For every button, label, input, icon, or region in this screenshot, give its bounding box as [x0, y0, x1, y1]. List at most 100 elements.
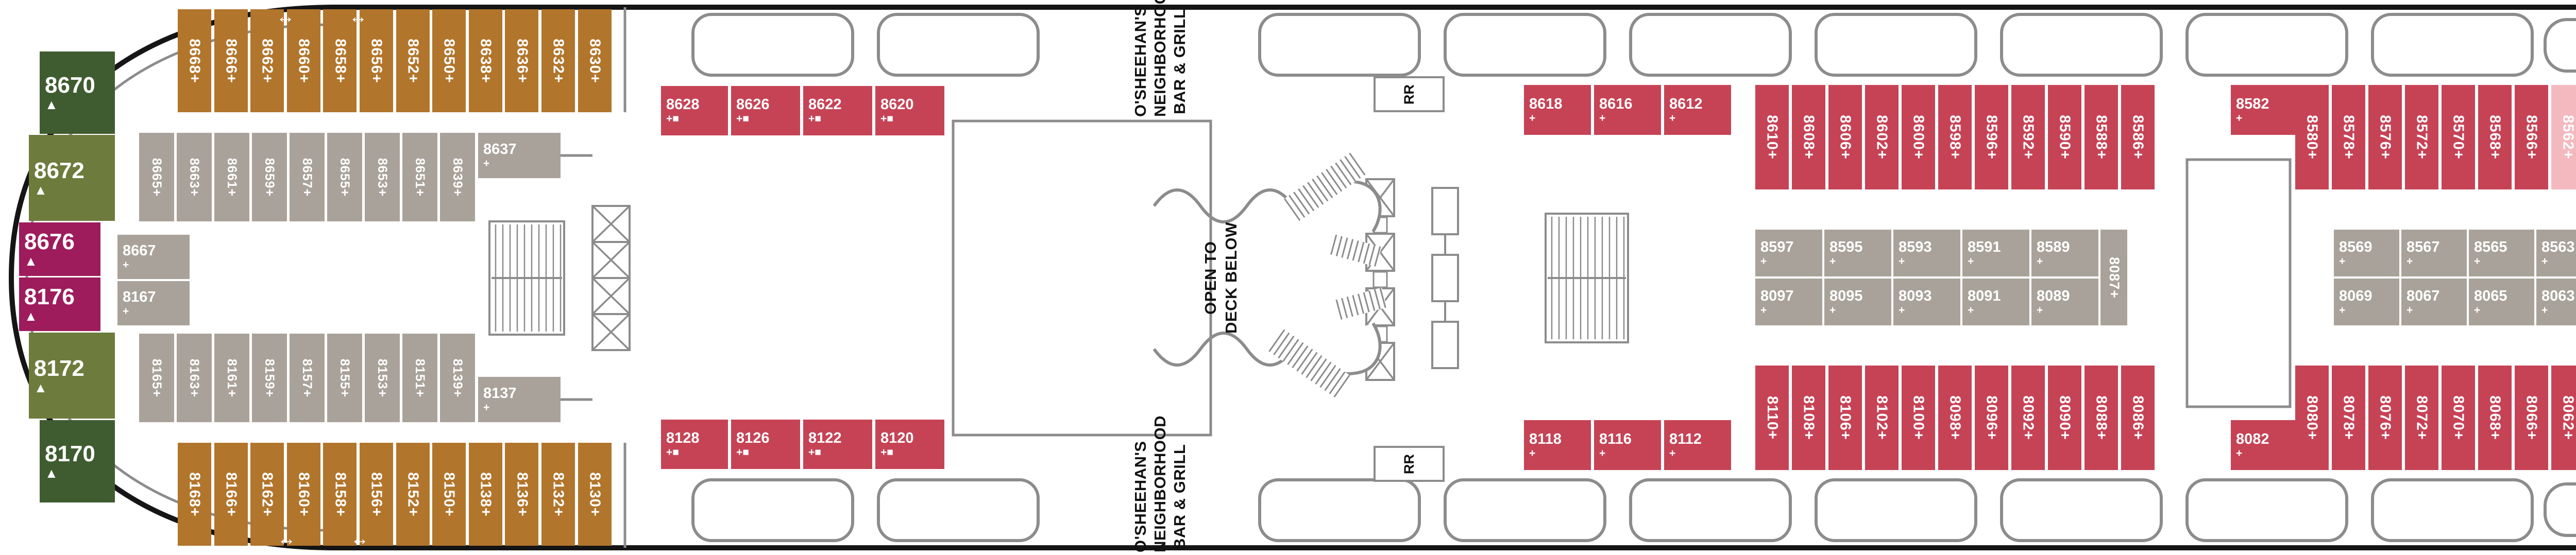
cabin-8087[interactable]: 8087+	[2100, 230, 2127, 325]
cabin-8593[interactable]: 8593+	[1893, 230, 1960, 276]
cabin-8562[interactable]: 8562+	[2551, 85, 2576, 189]
cabin-8160[interactable]: 8160+	[286, 443, 320, 546]
cabin-8616[interactable]: 8616+	[1594, 85, 1661, 135]
cabin-8069[interactable]: 8069+	[2334, 279, 2399, 325]
cabin-8163[interactable]: 8163+	[177, 334, 212, 422]
cabin-8592[interactable]: 8592+	[2011, 85, 2045, 189]
cabin-8628[interactable]: 8628+■	[661, 86, 728, 135]
cabin-8078[interactable]: 8078+	[2332, 366, 2365, 470]
cabin-8172[interactable]: 8172▲	[29, 333, 115, 419]
cabin-8106[interactable]: 8106+	[1828, 366, 1862, 470]
cabin-8120[interactable]: 8120+■	[875, 420, 944, 469]
cabin-8097[interactable]: 8097+	[1755, 279, 1822, 325]
cabin-8130[interactable]: 8130+	[578, 443, 612, 546]
cabin-8098[interactable]: 8098+	[1938, 366, 1972, 470]
cabin-8151[interactable]: 8151+	[402, 334, 437, 422]
cabin-8667[interactable]: 8667+	[117, 235, 190, 279]
cabin-8660[interactable]: 8660+	[286, 9, 320, 112]
cabin-8612[interactable]: 8612+	[1664, 85, 1731, 135]
cabin-8112[interactable]: 8112+	[1664, 420, 1731, 470]
cabin-8637[interactable]: 8637+	[478, 133, 561, 178]
cabin-8620[interactable]: 8620+■	[875, 86, 944, 135]
cabin-8096[interactable]: 8096+	[1975, 366, 2008, 470]
cabin-8116[interactable]: 8116+	[1594, 420, 1661, 470]
cabin-8572[interactable]: 8572+	[2405, 85, 2438, 189]
cabin-8658[interactable]: 8658+	[323, 9, 357, 112]
cabin-8128[interactable]: 8128+■	[661, 420, 728, 469]
cabin-8136[interactable]: 8136+	[505, 443, 539, 546]
cabin-8137[interactable]: 8137+	[478, 377, 561, 422]
cabin-8092[interactable]: 8092+	[2011, 366, 2045, 470]
cabin-8138[interactable]: 8138+	[468, 443, 502, 546]
cabin-8102[interactable]: 8102+	[1865, 366, 1899, 470]
cabin-8653[interactable]: 8653+	[365, 133, 400, 221]
cabin-8066[interactable]: 8066+	[2515, 366, 2548, 470]
cabin-8122[interactable]: 8122+■	[803, 420, 872, 469]
cabin-8156[interactable]: 8156+	[360, 443, 393, 546]
cabin-8567[interactable]: 8567+	[2401, 230, 2467, 276]
cabin-8095[interactable]: 8095+	[1824, 279, 1891, 325]
cabin-8076[interactable]: 8076+	[2368, 366, 2402, 470]
cabin-8565[interactable]: 8565+	[2469, 230, 2534, 276]
cabin-8670[interactable]: 8670▲	[40, 51, 115, 134]
cabin-8563[interactable]: 8563+	[2536, 230, 2576, 276]
cabin-8580[interactable]: 8580+	[2295, 85, 2329, 189]
cabin-8622[interactable]: 8622+■	[803, 86, 872, 135]
cabin-8126[interactable]: 8126+■	[731, 420, 800, 469]
cabin-8159[interactable]: 8159+	[252, 334, 287, 422]
cabin-8655[interactable]: 8655+	[327, 133, 362, 221]
cabin-8150[interactable]: 8150+	[432, 443, 466, 546]
cabin-8161[interactable]: 8161+	[214, 334, 249, 422]
cabin-8091[interactable]: 8091+	[1962, 279, 2029, 325]
cabin-8139[interactable]: 8139+	[440, 334, 475, 422]
cabin-8570[interactable]: 8570+	[2442, 85, 2475, 189]
cabin-8566[interactable]: 8566+	[2515, 85, 2548, 189]
cabin-8165[interactable]: 8165+	[139, 334, 174, 422]
cabin-8608[interactable]: 8608+	[1792, 85, 1825, 189]
cabin-8651[interactable]: 8651+	[402, 133, 437, 221]
cabin-8600[interactable]: 8600+	[1902, 85, 1935, 189]
cabin-8662[interactable]: 8662+	[250, 9, 284, 112]
cabin-8618[interactable]: 8618+	[1524, 85, 1591, 135]
cabin-8070[interactable]: 8070+	[2442, 366, 2475, 470]
cabin-8632[interactable]: 8632+	[541, 9, 575, 112]
cabin-8072[interactable]: 8072+	[2405, 366, 2438, 470]
cabin-8132[interactable]: 8132+	[541, 443, 575, 546]
cabin-8166[interactable]: 8166+	[214, 443, 248, 546]
cabin-8576[interactable]: 8576+	[2368, 85, 2402, 189]
cabin-8656[interactable]: 8656+	[360, 9, 393, 112]
cabin-8650[interactable]: 8650+	[432, 9, 466, 112]
cabin-8118[interactable]: 8118+	[1524, 420, 1591, 470]
cabin-8659[interactable]: 8659+	[252, 133, 287, 221]
cabin-8630[interactable]: 8630+	[578, 9, 612, 112]
cabin-8676[interactable]: 8676▲	[19, 222, 100, 276]
cabin-8661[interactable]: 8661+	[214, 133, 249, 221]
cabin-8090[interactable]: 8090+	[2048, 366, 2081, 470]
cabin-8672[interactable]: 8672▲	[29, 135, 115, 221]
cabin-8668[interactable]: 8668+	[178, 9, 211, 112]
cabin-8093[interactable]: 8093+	[1893, 279, 1960, 325]
cabin-8176[interactable]: 8176▲	[19, 278, 100, 331]
cabin-8596[interactable]: 8596+	[1975, 85, 2008, 189]
cabin-8100[interactable]: 8100+	[1902, 366, 1935, 470]
cabin-8063[interactable]: 8063+	[2536, 279, 2576, 325]
cabin-8639[interactable]: 8639+	[440, 133, 475, 221]
cabin-8606[interactable]: 8606+	[1828, 85, 1862, 189]
cabin-8080[interactable]: 8080+	[2295, 366, 2329, 470]
cabin-8652[interactable]: 8652+	[396, 9, 430, 112]
cabin-8589[interactable]: 8589+	[2031, 230, 2098, 276]
cabin-8578[interactable]: 8578+	[2332, 85, 2365, 189]
cabin-8636[interactable]: 8636+	[505, 9, 539, 112]
cabin-8162[interactable]: 8162+	[250, 443, 284, 546]
cabin-8158[interactable]: 8158+	[323, 443, 357, 546]
cabin-8062[interactable]: 8062+	[2551, 366, 2576, 470]
cabin-8170[interactable]: 8170▲	[40, 420, 115, 502]
cabin-8597[interactable]: 8597+	[1755, 230, 1822, 276]
cabin-8568[interactable]: 8568+	[2478, 85, 2512, 189]
cabin-8657[interactable]: 8657+	[290, 133, 325, 221]
cabin-8666[interactable]: 8666+	[214, 9, 248, 112]
cabin-8086[interactable]: 8086+	[2121, 366, 2155, 470]
cabin-8065[interactable]: 8065+	[2469, 279, 2534, 325]
cabin-8153[interactable]: 8153+	[365, 334, 400, 422]
cabin-8590[interactable]: 8590+	[2048, 85, 2081, 189]
